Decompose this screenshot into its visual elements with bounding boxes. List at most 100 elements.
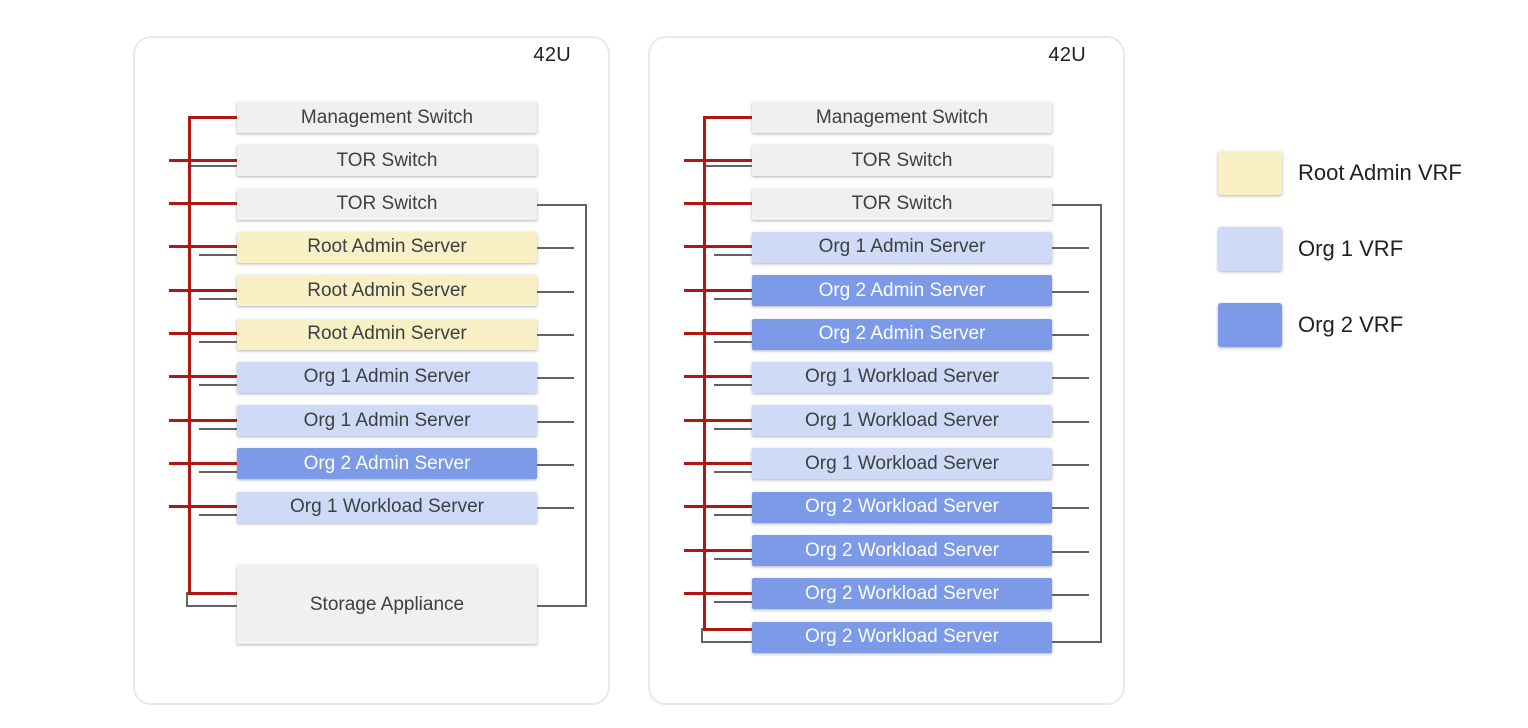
org-2-admin-server-label: Org 2 Admin Server	[818, 323, 986, 344]
root-admin-server-box: Root Admin Server	[237, 318, 537, 350]
mgmt-network-trunk-line	[702, 116, 706, 632]
tor-switch-label: TOR Switch	[336, 193, 438, 215]
data-connection-line	[714, 514, 752, 517]
org-1-workload-server-box: Org 1 Workload Server	[237, 491, 537, 523]
org-1-workload-server-box: Org 1 Workload Server	[752, 405, 1052, 437]
data-connection-line	[1052, 204, 1102, 207]
legend-label-org2: Org 2 VRF	[1298, 312, 1404, 337]
management-switch-box: Management Switch	[752, 102, 1052, 133]
org-1-admin-server-label: Org 1 Admin Server	[303, 409, 471, 431]
org-2-admin-server-label: Org 2 Admin Server	[303, 452, 471, 474]
org-1-admin-server-box: Org 1 Admin Server	[237, 405, 537, 437]
mgmt-connection-line	[169, 288, 237, 292]
data-connection-line	[186, 604, 237, 607]
tor-switch-box: TOR Switch	[752, 145, 1052, 177]
mgmt-connection-line	[684, 505, 752, 509]
legend-swatch-org2	[1218, 303, 1282, 347]
mgmt-connection-line	[169, 461, 237, 465]
data-connection-line	[714, 470, 752, 473]
data-network-trunk-line	[585, 204, 587, 607]
data-connection-line	[199, 384, 237, 387]
data-connection-stub	[1052, 334, 1089, 336]
mgmt-network-trunk-line	[187, 116, 191, 595]
data-connection-line	[701, 640, 752, 643]
data-connection-line	[199, 254, 237, 257]
data-connection-line	[1052, 640, 1102, 643]
data-connection-line	[714, 297, 752, 300]
data-connection-line	[199, 341, 237, 343]
mgmt-connection-line	[684, 288, 752, 292]
mgmt-connection-line	[684, 332, 752, 335]
rack-capacity-label: 42U	[533, 44, 571, 66]
tor-switch-label: TOR Switch	[851, 193, 953, 215]
data-connection-stub	[1052, 463, 1089, 466]
legend-label-root-admin: Root Admin VRF	[1298, 160, 1462, 185]
root-admin-server-box: Root Admin Server	[237, 231, 537, 263]
root-admin-server-label: Root Admin Server	[307, 236, 467, 258]
legend-swatch-org1	[1218, 227, 1282, 271]
data-connection-stub	[1052, 593, 1089, 596]
data-connection-stub	[1052, 247, 1089, 250]
org-2-admin-server-box: Org 2 Admin Server	[237, 448, 537, 480]
mgmt-connection-line	[169, 332, 237, 335]
data-connection-line	[714, 427, 752, 430]
data-connection-stub	[1052, 377, 1089, 380]
tor-switch-box: TOR Switch	[752, 188, 1052, 220]
mgmt-connection-line	[684, 245, 752, 249]
org-1-workload-server-label: Org 1 Workload Server	[805, 366, 999, 388]
tor-switch-box: TOR Switch	[237, 145, 537, 177]
storage-appliance-box: Storage Appliance	[237, 565, 537, 644]
data-connection-stub	[1052, 550, 1089, 553]
mgmt-connection-line	[684, 375, 752, 379]
mgmt-connection-line	[169, 202, 237, 206]
data-connection-line	[714, 254, 752, 257]
data-connection-stub	[537, 377, 574, 380]
data-connection-line	[537, 204, 587, 207]
mgmt-connection-line	[169, 375, 237, 379]
mgmt-connection-line	[189, 116, 237, 119]
org-2-workload-server-label: Org 2 Workload Server	[805, 626, 999, 648]
mgmt-connection-line	[189, 592, 237, 595]
mgmt-connection-line	[704, 628, 752, 632]
org-2-admin-server-box: Org 2 Admin Server	[752, 275, 1052, 307]
data-connection-stub	[1052, 507, 1089, 510]
root-admin-server-label: Root Admin Server	[307, 323, 467, 344]
management-switch-label: Management Switch	[815, 106, 989, 128]
data-connection-stub	[537, 420, 574, 423]
legend-label-org1: Org 1 VRF	[1298, 236, 1404, 261]
org-2-workload-server-label: Org 2 Workload Server	[805, 582, 999, 604]
mgmt-connection-line	[684, 158, 752, 162]
org-2-workload-server-label: Org 2 Workload Server	[805, 496, 999, 518]
mgmt-connection-line	[684, 202, 752, 206]
org-1-workload-server-label: Org 1 Workload Server	[805, 409, 999, 431]
org-1-workload-server-box: Org 1 Workload Server	[752, 448, 1052, 480]
data-connection-line	[714, 384, 752, 387]
mgmt-connection-line	[169, 158, 237, 162]
org-2-workload-server-box: Org 2 Workload Server	[752, 491, 1052, 523]
data-connection-line	[189, 164, 237, 167]
data-connection-stub	[1052, 420, 1089, 423]
mgmt-connection-line	[169, 245, 237, 249]
data-connection-elbow	[701, 628, 703, 643]
data-network-trunk-line	[1100, 204, 1102, 643]
data-connection-line	[199, 297, 237, 300]
data-connection-line	[704, 164, 752, 167]
data-connection-line	[199, 470, 237, 473]
data-connection-stub	[537, 334, 574, 336]
tor-switch-label: TOR Switch	[336, 149, 438, 171]
root-admin-server-label: Root Admin Server	[307, 279, 467, 301]
org-2-admin-server-label: Org 2 Admin Server	[818, 279, 986, 301]
tor-switch-box: TOR Switch	[237, 188, 537, 220]
data-connection-line	[199, 514, 237, 517]
data-connection-elbow	[186, 592, 188, 607]
data-connection-line	[199, 427, 237, 430]
data-connection-stub	[537, 290, 574, 293]
data-connection-line	[714, 557, 752, 560]
org-1-workload-server-box: Org 1 Workload Server	[752, 361, 1052, 393]
org-1-workload-server-label: Org 1 Workload Server	[290, 496, 484, 518]
mgmt-connection-line	[684, 548, 752, 552]
org-2-admin-server-box: Org 2 Admin Server	[752, 318, 1052, 350]
management-switch-box: Management Switch	[237, 102, 537, 133]
